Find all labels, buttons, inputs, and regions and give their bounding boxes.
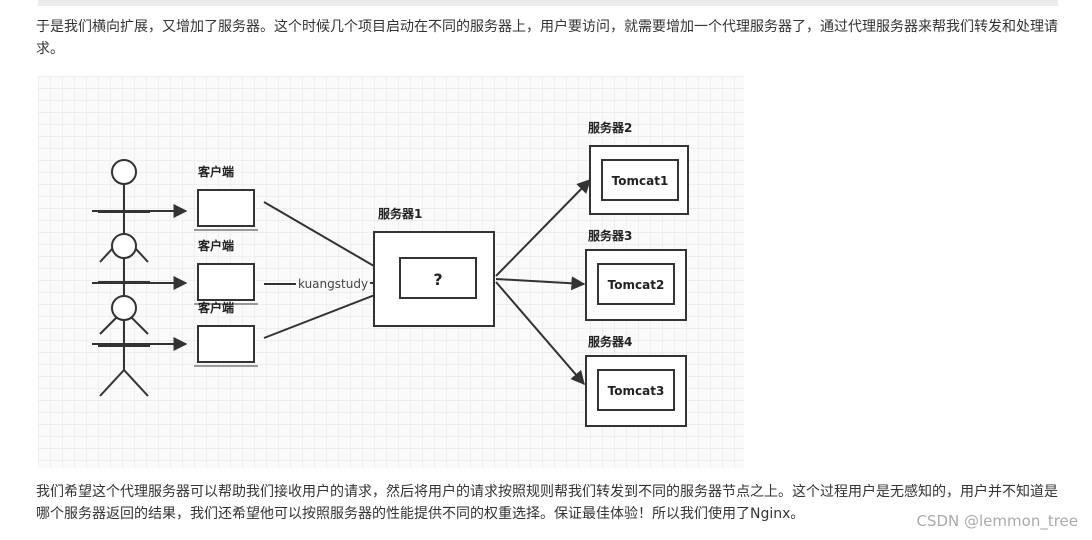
proxy-arrow-1: [495, 178, 591, 277]
laptop-icon: [197, 189, 255, 227]
top-scrollbar-strip: [38, 0, 1058, 6]
paragraph-explanation: 我们希望这个代理服务器可以帮助我们接收用户的请求，然后将用户的请求按照规则帮我们…: [36, 484, 1058, 522]
client-1: 客户端: [194, 164, 258, 231]
server-app: Tomcat1: [612, 174, 669, 188]
server-3: 服务器3 Tomcat2: [585, 228, 687, 321]
csdn-watermark: CSDN @lemmon_tree: [916, 512, 1078, 530]
proxy-server: 服务器1 ?: [373, 206, 495, 327]
client-2: 客户端: [194, 238, 258, 305]
client-label: 客户端: [197, 238, 234, 253]
laptop-icon: [197, 325, 255, 363]
server-title: 服务器3: [588, 228, 632, 243]
laptop-icon: [197, 263, 255, 301]
edge-label: kuangstudy: [298, 277, 368, 291]
proxy-diagram: 客户端 客户端 客户端 kuangstudy 服务器1 ? 服务器2 Tomca…: [38, 76, 744, 468]
client-label: 客户端: [197, 164, 234, 179]
proxy-content: ?: [433, 270, 442, 289]
proxy-title: 服务器1: [378, 206, 422, 221]
proxy-arrow-3: [495, 281, 585, 386]
server-app: Tomcat2: [608, 278, 665, 292]
server-2: 服务器2 Tomcat1: [588, 120, 689, 215]
paragraph-intro: 于是我们横向扩展，又增加了服务器。这个时候几个项目启动在不同的服务器上，用户要访…: [36, 19, 1058, 57]
server-4: 服务器4 Tomcat3: [585, 334, 687, 427]
server-app: Tomcat3: [608, 384, 665, 398]
client-3: 客户端: [194, 300, 258, 367]
server-title: 服务器4: [588, 334, 632, 349]
client-label: 客户端: [197, 300, 234, 315]
proxy-arrow-2: [495, 276, 586, 291]
user-figure-3: [98, 295, 150, 397]
server-title: 服务器2: [588, 120, 632, 135]
